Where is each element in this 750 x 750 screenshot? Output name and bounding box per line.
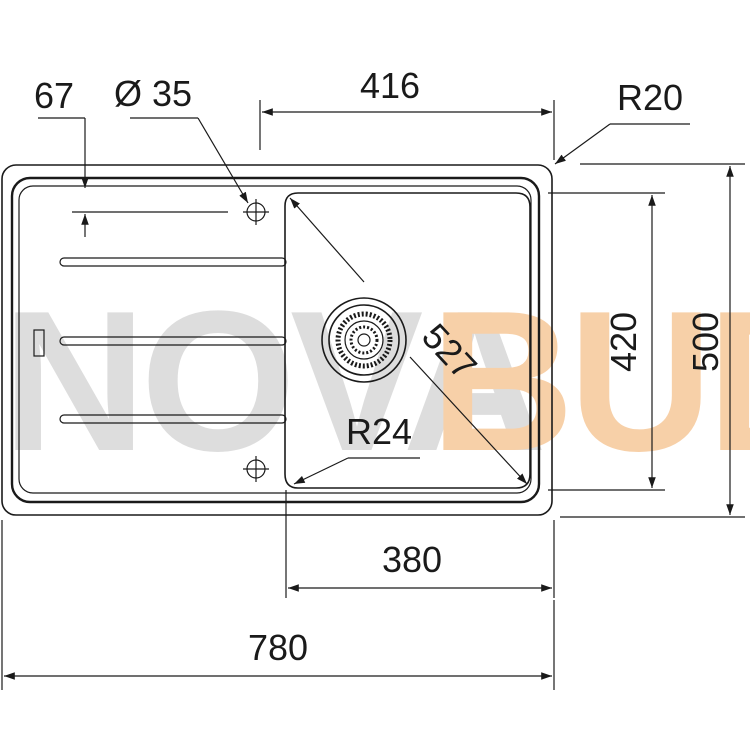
drainer-groove-top [59,257,287,267]
dimension-corner-radius-outer: R20 [554,77,690,165]
drainer-groove-bottom [59,414,287,424]
dimension-overall-width-label: 780 [248,627,308,668]
sink-inner-rim [18,185,532,494]
dimension-corner-radius-outer-label: R20 [617,77,683,118]
tap-hole-bottom [243,456,269,482]
sink-rim [10,176,541,504]
dimension-tap-offset-label: 67 [34,75,74,116]
dimension-tap-hole-label: Ø 35 [114,73,192,114]
sink-outer-edge [1,164,553,516]
dimension-bowl-width: 416 [259,65,555,160]
drainer-groove-middle [59,336,287,346]
dimension-bowl-width-inner: 380 [285,490,555,598]
drainer-grooves [33,257,287,424]
overflow-slot [33,329,45,357]
watermark-right-text: BUD [430,270,750,493]
dimension-overall-depth-label: 500 [685,312,726,372]
dimension-bowl-depth-label: 420 [603,312,644,372]
watermark: NOVA BUD [2,270,750,493]
watermark-left-text: NOVA [2,270,543,493]
dimension-overall-depth: 500 [560,163,745,518]
drain-strainer [321,297,407,383]
dimension-bowl-depth: 420 [548,192,665,491]
dimension-corner-radius-bowl: R24 [293,411,420,485]
sink-outline [1,164,553,516]
dimension-bowl-width-label: 416 [360,65,420,106]
dimension-corner-radius-bowl-label: R24 [346,411,412,452]
dimension-tap-offset: 67 [34,75,228,237]
dimension-overall-width: 780 [1,520,555,690]
tap-hole-top [243,199,269,225]
dimension-tap-hole: Ø 35 [114,73,249,204]
bowl-outline [284,192,531,489]
dimension-bowl-width-inner-label: 380 [382,539,442,580]
